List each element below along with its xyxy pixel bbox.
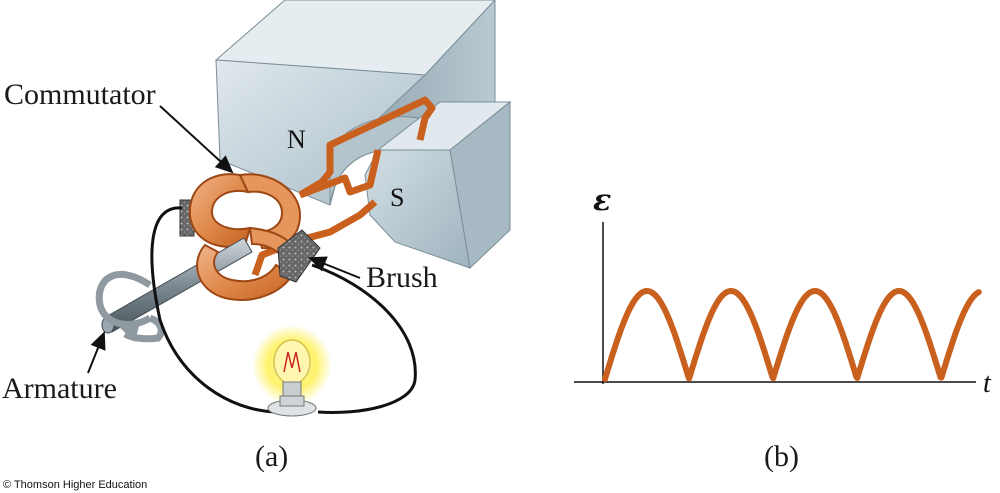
copyright-notice: © Thomson Higher Education: [3, 479, 147, 491]
caption-a: (a): [255, 440, 288, 473]
armature-coil: [251, 96, 436, 277]
panel-a: N S Commutator Brush Armature (a): [2, 0, 512, 473]
time-axis-symbol: t: [983, 368, 992, 399]
circuit-wire-left: [150, 206, 276, 414]
armature-label: Armature: [2, 372, 117, 405]
circuit-wire-right: [311, 263, 417, 414]
brush-right: [277, 229, 321, 283]
brush-label: Brush: [366, 261, 438, 294]
caption-b: (b): [764, 440, 799, 473]
commutator-label: Commutator: [4, 78, 156, 111]
south-pole-label: S: [390, 183, 404, 212]
south-magnet: [364, 100, 512, 270]
brush-pointer: [308, 256, 361, 279]
armature-pointer: [87, 331, 106, 374]
emf-axis-symbol: ε: [593, 183, 611, 218]
light-bulb-icon: [252, 325, 332, 417]
rotation-arrow-icon: [95, 270, 165, 343]
north-pole-label: N: [287, 125, 306, 154]
emf-curve: [602, 288, 982, 382]
panel-b: ε t (b): [574, 183, 992, 473]
commutator-pointer: [159, 105, 234, 174]
